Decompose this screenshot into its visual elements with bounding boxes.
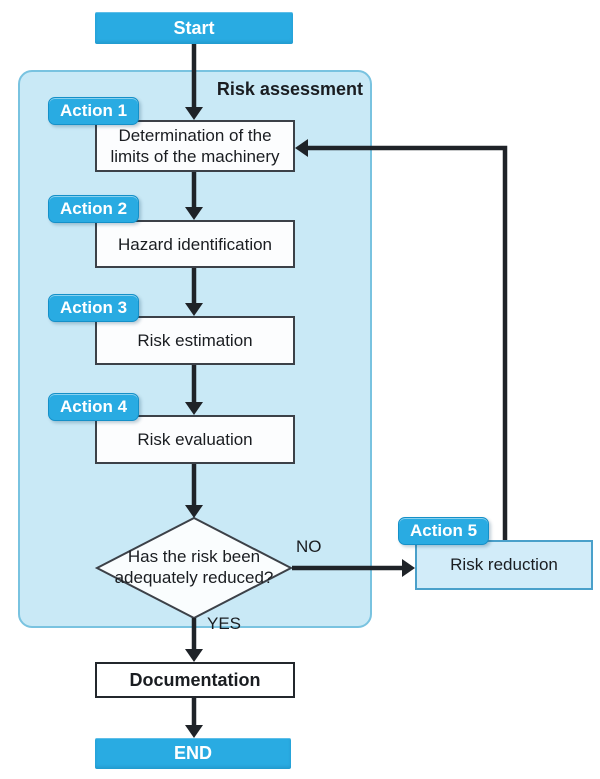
arrowhead — [185, 649, 203, 662]
yes-branch-label: YES — [207, 614, 242, 633]
action4-badge: Action 4 — [48, 393, 140, 421]
step-box-hazard-identification: Hazard identification — [95, 220, 295, 268]
no-branch-label: NO — [296, 537, 322, 556]
documentation-box: Documentation — [95, 662, 295, 698]
end-node: END — [95, 738, 291, 769]
step-box-determination: Determination of the limits of the machi… — [95, 120, 295, 172]
action1-badge: Action 1 — [48, 97, 140, 125]
action2-badge: Action 2 — [48, 195, 140, 223]
decision-label: Has the risk been adequately reduced? — [114, 547, 274, 587]
step-box-risk-evaluation: Risk evaluation — [95, 415, 295, 464]
start-node: Start — [95, 12, 293, 44]
action3-badge: Action 3 — [48, 294, 140, 322]
step-box-risk-estimation: Risk estimation — [95, 316, 295, 365]
arrowhead — [402, 559, 415, 577]
action5-badge: Action 5 — [398, 517, 490, 545]
section-label: Risk assessment — [216, 79, 363, 99]
arrowhead — [185, 725, 203, 738]
risk-reduction-box: Risk reduction — [415, 540, 593, 590]
